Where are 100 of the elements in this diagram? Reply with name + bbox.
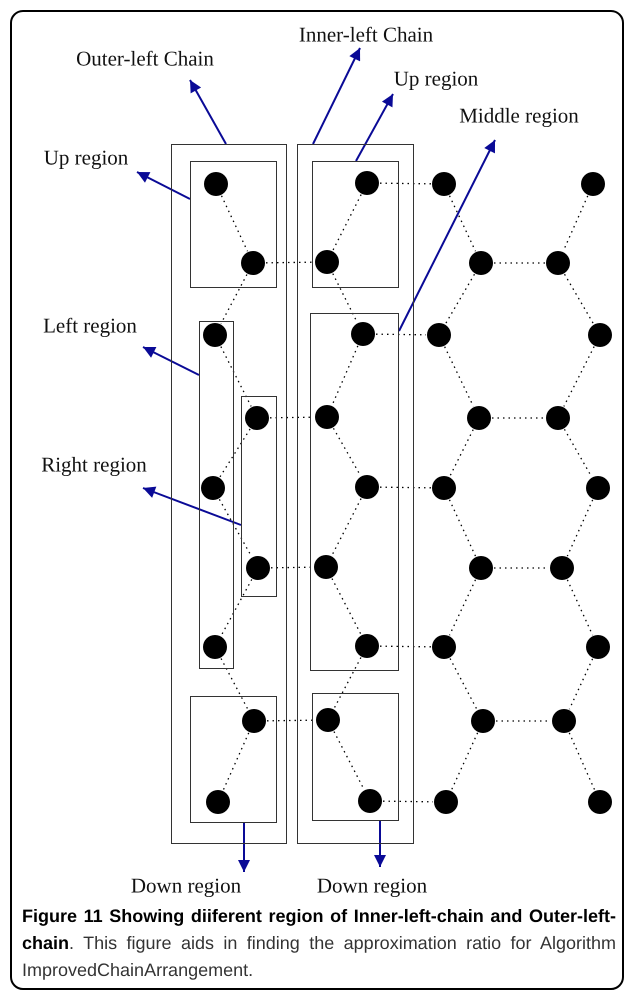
leader-arrow	[374, 821, 386, 867]
vertex-dot	[546, 251, 570, 275]
dotted-link	[271, 566, 313, 568]
region-box	[171, 144, 287, 844]
dotted-link	[331, 498, 362, 556]
vertex-dot	[581, 172, 605, 196]
dotted-link	[220, 658, 249, 710]
dotted-link	[449, 429, 474, 477]
leader-arrow	[398, 140, 496, 332]
dotted-link	[332, 194, 362, 251]
vertex-dot	[432, 172, 456, 196]
leader-arrow	[312, 48, 361, 144]
vertex-dot	[314, 555, 338, 579]
vertex-dot	[203, 323, 227, 347]
vertex-dot	[204, 172, 228, 196]
vertex-dot	[315, 250, 339, 274]
vertex-dot	[246, 556, 270, 580]
region-label: Up region	[394, 67, 478, 91]
dotted-link	[220, 274, 248, 324]
region-label: Right region	[41, 453, 147, 477]
dotted-link	[492, 417, 545, 419]
vertex-dot	[206, 790, 230, 814]
region-box	[190, 696, 277, 823]
vertex-dot	[434, 790, 458, 814]
vertex-dot	[351, 322, 375, 346]
leader-arrow	[238, 823, 250, 872]
vertex-dot	[546, 406, 570, 430]
dotted-link	[332, 346, 358, 406]
vertex-dot	[586, 635, 610, 659]
vertex-dot	[550, 556, 574, 580]
dotted-link	[444, 346, 474, 407]
vertex-dot	[241, 251, 265, 275]
vertex-dot	[201, 476, 225, 500]
vertex-dot	[355, 171, 379, 195]
vertex-dot	[316, 708, 340, 732]
dotted-link	[380, 646, 431, 648]
region-box	[190, 161, 277, 288]
dotted-link	[222, 732, 250, 790]
vertex-dot	[315, 405, 339, 429]
dotted-link	[376, 334, 426, 336]
region-box	[297, 144, 414, 844]
vertex-dot	[432, 476, 456, 500]
dotted-link	[449, 658, 478, 710]
region-label: Up region	[44, 146, 128, 170]
region-box	[312, 161, 399, 288]
region-label: Down region	[130, 874, 242, 898]
region-box	[312, 693, 399, 821]
dotted-link	[266, 262, 314, 264]
vertex-dot	[355, 475, 379, 499]
dotted-link	[331, 578, 362, 635]
dotted-link	[220, 196, 248, 252]
vertex-dot	[471, 709, 495, 733]
vertex-dot	[467, 406, 491, 430]
dotted-link	[564, 274, 594, 324]
region-box	[241, 396, 277, 597]
figure-caption: Figure 11 Showing diiferent region of Inner-left-chain and Outer-left-chain. This figure aids in finding the approximation ratio for Algorithm ImprovedChainArrangement.	[22, 905, 616, 982]
vertex-dot	[588, 790, 612, 814]
vertex-dot	[469, 251, 493, 275]
dotted-link	[448, 580, 476, 636]
dotted-link	[566, 500, 594, 556]
dotted-link	[566, 580, 594, 636]
region-label: Down region	[316, 874, 428, 898]
vertex-dot	[358, 789, 382, 813]
dotted-link	[380, 486, 431, 488]
dotted-link	[448, 196, 476, 252]
dotted-link	[444, 274, 476, 324]
leader-arrow	[189, 80, 227, 144]
leader-arrow	[142, 346, 200, 376]
region-label: Middle region	[459, 104, 579, 128]
dotted-link	[563, 346, 595, 407]
vertex-dot	[203, 635, 227, 659]
region-label: Inner-left Chain	[298, 23, 434, 47]
vertex-dot	[355, 634, 379, 658]
vertex-dot	[427, 323, 451, 347]
dotted-link	[494, 262, 545, 264]
leader-arrow	[355, 94, 394, 162]
dotted-link	[380, 182, 431, 184]
dotted-link	[220, 346, 252, 407]
dotted-link	[450, 732, 478, 790]
region-label: Outer-left Chain	[76, 47, 214, 71]
dotted-link	[568, 658, 594, 710]
region-box	[199, 321, 234, 669]
leader-arrow	[136, 171, 190, 200]
vertex-dot	[586, 476, 610, 500]
dotted-link	[568, 732, 596, 790]
leader-arrow	[142, 486, 242, 526]
region-box	[310, 313, 399, 671]
dotted-link	[333, 657, 362, 709]
dotted-link	[383, 800, 433, 802]
vertex-dot	[245, 406, 269, 430]
vertex-dot	[469, 556, 493, 580]
vertex-dot	[432, 635, 456, 659]
vertex-dot	[552, 709, 576, 733]
vertex-dot	[588, 323, 612, 347]
dotted-link	[220, 579, 252, 636]
dotted-link	[448, 500, 476, 556]
dotted-link	[267, 720, 315, 722]
vertex-dot	[242, 709, 266, 733]
dotted-link	[219, 428, 251, 478]
region-label: Left region	[43, 314, 137, 338]
